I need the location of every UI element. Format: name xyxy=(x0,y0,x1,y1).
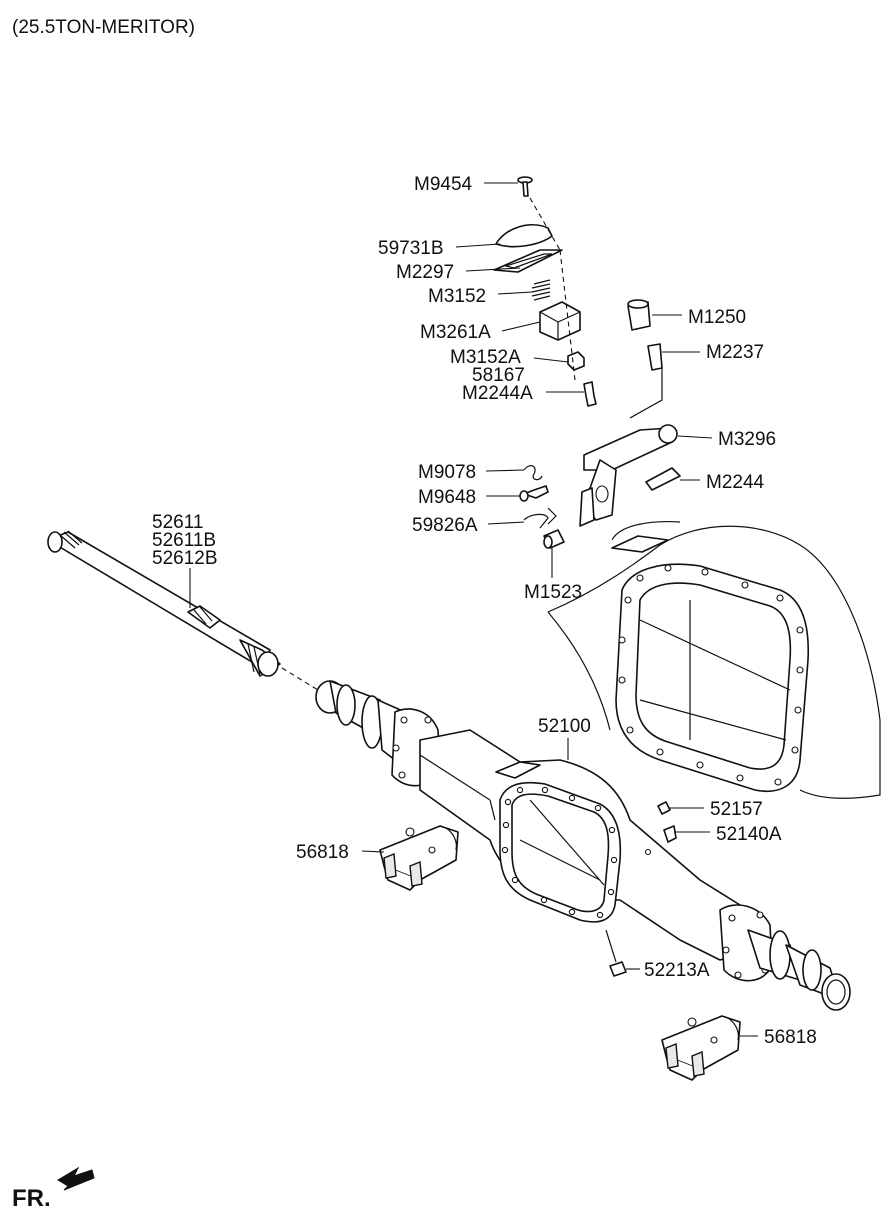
label-m2297: M2297 xyxy=(396,262,454,283)
rear-housing-background xyxy=(547,520,881,799)
small-fittings xyxy=(605,801,677,977)
label-52140a: 52140A xyxy=(716,824,782,845)
label-m9648: M9648 xyxy=(418,487,476,508)
label-m2237: M2237 xyxy=(706,342,764,363)
label-m1250: M1250 xyxy=(688,307,746,328)
label-m3261a: M3261A xyxy=(420,322,491,343)
diagram-title: (25.5TON-MERITOR) xyxy=(12,17,195,38)
label-56818-left: 56818 xyxy=(296,842,349,863)
label-m3152: M3152 xyxy=(428,286,486,307)
label-52611b: 52611B xyxy=(152,530,216,551)
axle-housing-assembly xyxy=(315,680,851,1011)
bracket-left xyxy=(379,825,459,891)
label-59731b: 59731B xyxy=(378,238,444,259)
label-52213a: 52213A xyxy=(644,960,710,981)
label-52612b: 52612B xyxy=(152,548,218,569)
label-m9454: M9454 xyxy=(414,174,473,195)
label-59826a: 59826A xyxy=(412,515,478,536)
label-m9078: M9078 xyxy=(418,462,476,483)
front-label: FR. xyxy=(12,1185,51,1211)
label-58167: 58167 xyxy=(472,365,525,386)
part-labels: M9454 59731B M2297 M3152 M3261A M3152A 5… xyxy=(152,174,817,1048)
label-m3152a: M3152A xyxy=(450,347,521,368)
front-arrow-icon xyxy=(57,1166,95,1191)
bracket-right xyxy=(661,1015,741,1081)
label-m1523: M1523 xyxy=(524,582,582,603)
axle-shaft xyxy=(47,530,319,691)
label-m2244a: M2244A xyxy=(462,383,533,404)
front-orientation-marker: FR. xyxy=(12,1166,95,1211)
label-52100: 52100 xyxy=(538,716,591,737)
leader-lines xyxy=(189,182,758,1037)
label-m2244: M2244 xyxy=(706,472,765,493)
label-52611: 52611 xyxy=(152,512,203,533)
label-52157: 52157 xyxy=(710,799,763,820)
label-56818-right: 56818 xyxy=(764,1027,817,1048)
upper-components xyxy=(493,176,681,549)
label-m3296: M3296 xyxy=(718,429,776,450)
